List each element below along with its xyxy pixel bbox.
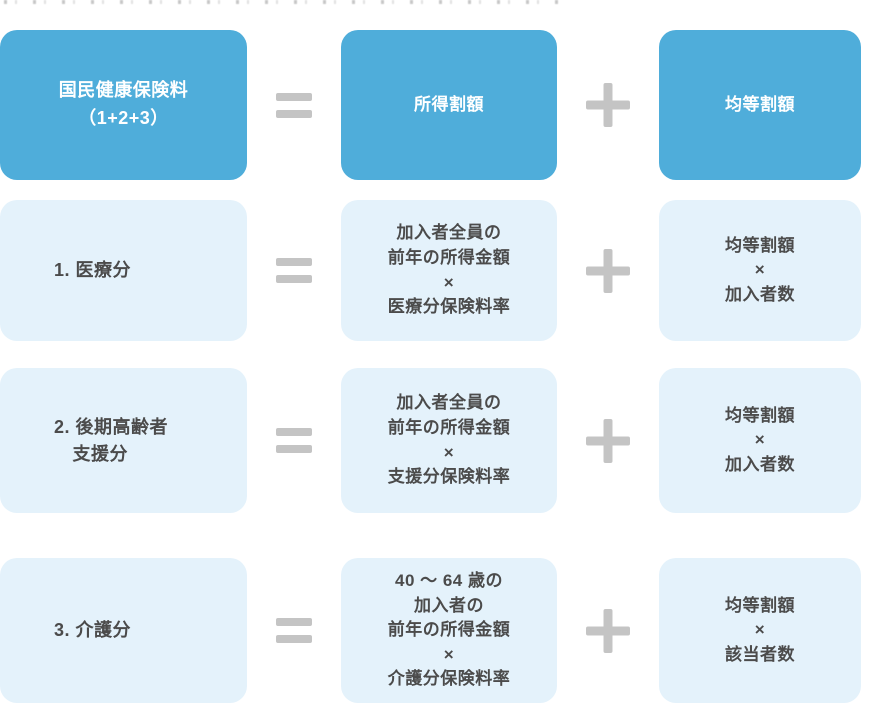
- plus-icon: [586, 609, 630, 653]
- equals-zone: [247, 200, 341, 341]
- income-portion-box: 加入者全員の前年の所得金額 × 支援分保険料率: [341, 368, 557, 513]
- row-label-box: 国民健康保険料 （1+2+3）: [0, 30, 247, 180]
- plus-icon: [586, 249, 630, 293]
- box-line: 前年の所得金額: [387, 620, 511, 640]
- row-label-box: 1. 医療分: [0, 200, 247, 341]
- per-capita-portion-box: 均等割額 × 加入者数: [659, 200, 861, 341]
- formula-rows: 国民健康保険料 （1+2+3） 所得割額 均等割額 1. 医療分 加入者全員の前年…: [0, 30, 869, 703]
- plus-zone: [557, 30, 659, 180]
- plus-icon: [586, 83, 630, 127]
- row-label-box: 2. 後期高齢者 支援分: [0, 368, 247, 513]
- box-line: ×: [443, 442, 455, 462]
- equals-icon: [276, 618, 312, 643]
- box-line: 加入者数: [725, 284, 795, 304]
- per-capita-portion-box: 均等割額 × 加入者数: [659, 368, 861, 513]
- box-line: 1. 医療分: [54, 260, 132, 281]
- box-line: 前年の所得金額: [387, 417, 511, 437]
- per-capita-portion-box: 均等割額 × 該当者数: [659, 558, 861, 703]
- box-line: 加入者の: [414, 595, 484, 615]
- box-line: 国民健康保険料: [58, 80, 189, 101]
- box-line: ×: [754, 620, 766, 640]
- income-portion-box: 40 ～ 64 歳の加入者の前年の所得金額 × 介護分保険料率: [341, 558, 557, 703]
- formula-row: 3. 介護分 40 ～ 64 歳の加入者の前年の所得金額 × 介護分保険料率 均等割…: [0, 558, 869, 703]
- box-line: 均等割額: [725, 595, 795, 615]
- box-line: 3. 介護分: [54, 620, 132, 641]
- per-capita-portion-box: 均等割額: [659, 30, 861, 180]
- income-portion-box: 所得割額: [341, 30, 557, 180]
- plus-zone: [557, 368, 659, 513]
- equals-zone: [247, 30, 341, 180]
- formula-row: 2. 後期高齢者 支援分 加入者全員の前年の所得金額 × 支援分保険料率 均等割額 ×…: [0, 368, 869, 513]
- box-line: 2. 後期高齢者: [54, 417, 169, 438]
- box-line: 加入者数: [725, 454, 795, 474]
- box-line: 支援分保険料率: [387, 467, 511, 487]
- box-line: 医療分保険料率: [387, 297, 511, 317]
- box-line: ×: [443, 644, 455, 664]
- plus-icon: [586, 419, 630, 463]
- equals-icon: [276, 258, 312, 283]
- plus-zone: [557, 200, 659, 341]
- box-line: 均等割額: [725, 235, 795, 255]
- box-line: 所得割額: [414, 94, 484, 114]
- box-line: （1+2+3）: [78, 108, 169, 128]
- box-line: ×: [754, 260, 766, 280]
- equals-icon: [276, 92, 312, 118]
- box-line: 前年の所得金額: [387, 247, 511, 267]
- box-line: ×: [443, 272, 455, 292]
- box-line: 介護分保険料率: [387, 669, 511, 689]
- box-line: 40 ～ 64 歳の: [395, 570, 503, 590]
- box-line: ×: [754, 430, 766, 450]
- formula-row: 1. 医療分 加入者全員の前年の所得金額 × 医療分保険料率 均等割額 × 加入者数: [0, 200, 869, 341]
- box-line: 均等割額: [725, 94, 795, 114]
- income-portion-box: 加入者全員の前年の所得金額 × 医療分保険料率: [341, 200, 557, 341]
- box-line: 加入者全員の: [396, 393, 502, 413]
- equals-zone: [247, 368, 341, 513]
- box-line: 均等割額: [725, 405, 795, 425]
- row-label-box: 3. 介護分: [0, 558, 247, 703]
- formula-row: 国民健康保険料 （1+2+3） 所得割額 均等割額: [0, 30, 869, 180]
- equals-zone: [247, 558, 341, 703]
- cropped-title-fragments: [4, 0, 560, 4]
- equals-icon: [276, 428, 312, 453]
- box-line: 加入者全員の: [396, 223, 502, 243]
- plus-zone: [557, 558, 659, 703]
- box-line: 該当者数: [725, 644, 795, 664]
- box-line: 支援分: [54, 443, 128, 464]
